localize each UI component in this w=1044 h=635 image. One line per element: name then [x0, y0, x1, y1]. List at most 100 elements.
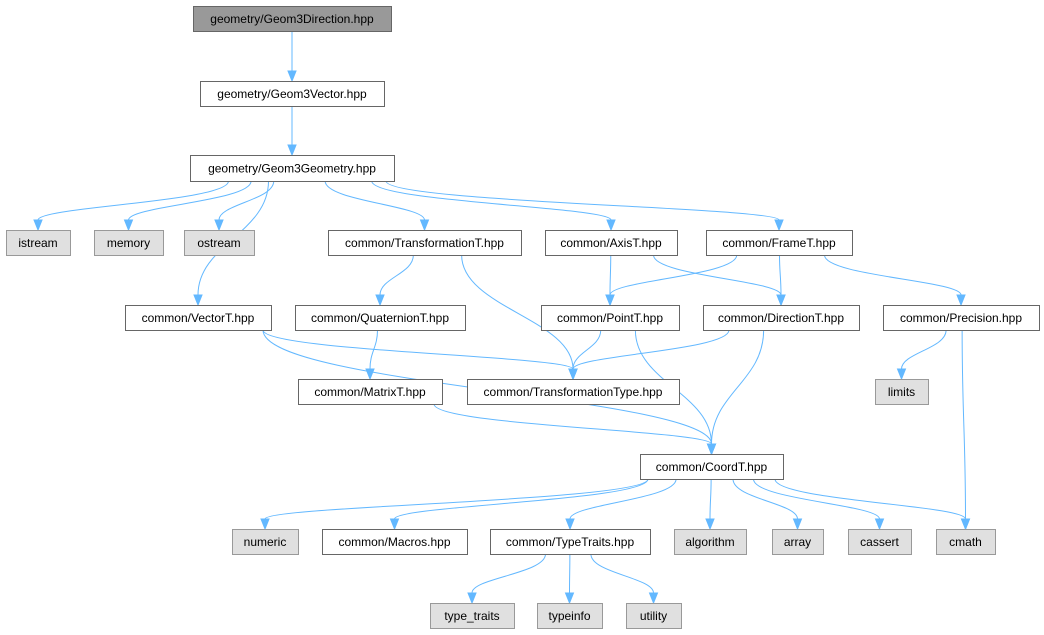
node-box — [545, 230, 678, 256]
node-transformationt[interactable]: common/TransformationT.hpp — [328, 230, 522, 256]
node-box — [848, 529, 912, 555]
node-label: utility — [640, 609, 667, 623]
node-box — [322, 529, 468, 555]
node-box — [490, 529, 651, 555]
edge-geom3geometry-to-memory — [123, 180, 252, 232]
edge-framet-to-directiont — [776, 254, 786, 307]
edge-geom3geometry-to-ostream — [214, 180, 275, 232]
node-label: geometry/Geom3Direction.hpp — [210, 12, 374, 26]
node-box — [125, 305, 272, 331]
node-pointt[interactable]: common/PointT.hpp — [541, 305, 680, 331]
node-label: cassert — [860, 535, 899, 549]
node-box — [541, 305, 680, 331]
node-box — [6, 230, 71, 256]
node-box — [184, 230, 255, 256]
node-label: common/VectorT.hpp — [142, 311, 255, 325]
node-typeinfo: typeinfo — [537, 603, 603, 629]
node-label: type_traits — [444, 609, 499, 623]
edge-coordt-to-numeric — [260, 478, 649, 531]
node-box — [200, 81, 385, 107]
node-box — [674, 529, 747, 555]
node-label: algorithm — [685, 535, 734, 549]
node-geom3vector[interactable]: geometry/Geom3Vector.hpp — [200, 81, 385, 107]
node-transformationtype[interactable]: common/TransformationType.hpp — [467, 379, 680, 405]
node-label: limits — [888, 385, 915, 399]
node-box — [706, 230, 853, 256]
node-box — [328, 230, 522, 256]
node-typetraits[interactable]: common/TypeTraits.hpp — [490, 529, 651, 555]
node-box — [467, 379, 680, 405]
node-memory: memory — [94, 230, 164, 256]
node-label: common/QuaternionT.hpp — [311, 311, 449, 325]
node-box — [298, 379, 443, 405]
node-macros[interactable]: common/Macros.hpp — [322, 529, 468, 555]
node-type-traits: type_traits — [430, 603, 515, 629]
node-coordt[interactable]: common/CoordT.hpp — [640, 454, 784, 480]
node-box — [626, 603, 682, 629]
node-label: common/TypeTraits.hpp — [506, 535, 635, 549]
edge-framet-to-pointt — [605, 254, 738, 307]
node-label: common/Precision.hpp — [900, 311, 1022, 325]
edge-coordt-to-cassert — [753, 478, 885, 531]
edge-coordt-to-algorithm — [705, 478, 715, 531]
edge-geom3direction-to-geom3vector — [287, 31, 297, 83]
node-label: common/FrameT.hpp — [722, 236, 836, 250]
edge-directiont-to-coordt — [706, 329, 765, 456]
node-algorithm: algorithm — [674, 529, 747, 555]
node-axist[interactable]: common/AxisT.hpp — [545, 230, 678, 256]
edge-coordt-to-macros — [389, 478, 649, 531]
node-cassert: cassert — [848, 529, 912, 555]
node-box — [936, 529, 996, 555]
node-istream: istream — [6, 230, 71, 256]
node-geom3geometry[interactable]: geometry/Geom3Geometry.hpp — [190, 155, 395, 182]
node-label: array — [784, 535, 811, 549]
node-box — [94, 230, 164, 256]
edge-axist-to-directiont — [653, 254, 786, 307]
node-box — [640, 454, 784, 480]
node-label: common/Macros.hpp — [338, 535, 450, 549]
edge-transformationt-to-quaterniont — [375, 254, 414, 307]
node-box — [295, 305, 466, 331]
node-label: common/CoordT.hpp — [656, 460, 768, 474]
node-box — [193, 6, 392, 32]
node-label: istream — [18, 236, 57, 250]
edge-precision-to-limits — [896, 329, 947, 381]
edge-directiont-to-transformationtype — [568, 329, 730, 381]
node-limits: limits — [875, 379, 929, 405]
edge-vectort-to-transformationtype — [262, 329, 578, 381]
node-utility: utility — [626, 603, 682, 629]
edge-matrixt-to-coordt — [433, 403, 717, 456]
node-vectort[interactable]: common/VectorT.hpp — [125, 305, 272, 331]
node-label: typeinfo — [548, 609, 590, 623]
node-box — [537, 603, 603, 629]
node-array: array — [772, 529, 824, 555]
node-box — [883, 305, 1040, 331]
node-label: numeric — [244, 535, 287, 549]
node-label: geometry/Geom3Vector.hpp — [217, 87, 367, 101]
node-box — [703, 305, 860, 331]
node-label: ostream — [197, 236, 240, 250]
node-label: geometry/Geom3Geometry.hpp — [208, 162, 376, 176]
node-directiont[interactable]: common/DirectionT.hpp — [703, 305, 860, 331]
node-label: common/TransformationT.hpp — [345, 236, 504, 250]
node-quaterniont[interactable]: common/QuaternionT.hpp — [295, 305, 466, 331]
node-box — [430, 603, 515, 629]
edge-framet-to-precision — [824, 254, 966, 307]
node-box — [875, 379, 929, 405]
node-ostream: ostream — [184, 230, 255, 256]
edge-geom3vector-to-geom3geometry — [287, 106, 297, 157]
node-matrixt[interactable]: common/MatrixT.hpp — [298, 379, 443, 405]
node-framet[interactable]: common/FrameT.hpp — [706, 230, 853, 256]
edge-quaterniont-to-matrixt — [365, 329, 378, 381]
node-box — [772, 529, 824, 555]
node-geom3direction[interactable]: geometry/Geom3Direction.hpp — [193, 6, 392, 32]
node-label: common/PointT.hpp — [557, 311, 663, 325]
edge-typetraits-to-utility — [590, 553, 659, 605]
node-label: common/DirectionT.hpp — [718, 311, 844, 325]
edge-geom3geometry-to-transformationt — [324, 180, 430, 232]
node-precision[interactable]: common/Precision.hpp — [883, 305, 1040, 331]
edge-geom3geometry-to-axist — [371, 180, 616, 232]
node-label: common/AxisT.hpp — [560, 236, 662, 250]
node-label: cmath — [949, 535, 982, 549]
